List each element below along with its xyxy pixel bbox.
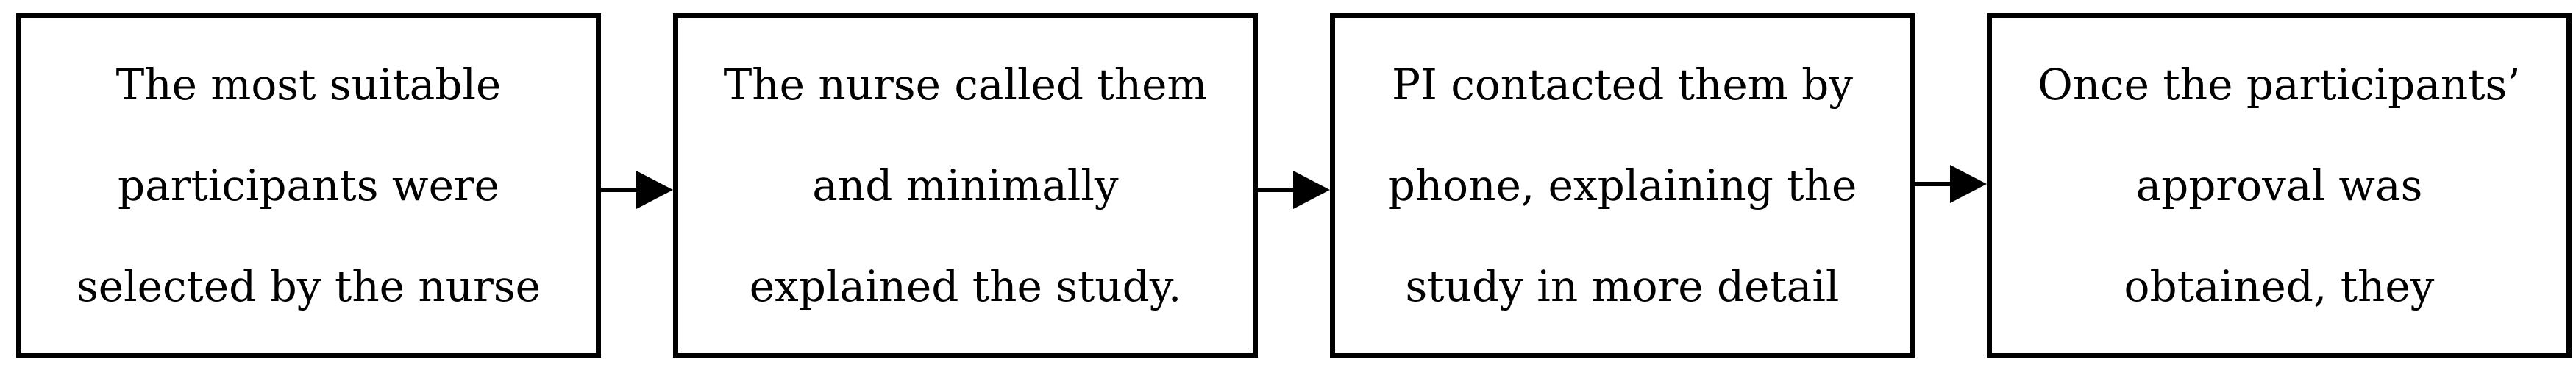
step-2-line-1: The nurse called them [723, 59, 1208, 110]
arrow-2-to-3 [1258, 168, 1330, 212]
step-4-line-2: approval was [2135, 160, 2423, 210]
step-1-line-1: The most suitable [115, 59, 502, 110]
step-4-line-1: Once the participants’ [2038, 59, 2521, 110]
arrow-1-to-2 [601, 168, 673, 212]
step-1-line-2: participants were [118, 160, 499, 210]
step-2-text: The nurse called them and minimally expl… [724, 35, 1208, 337]
step-2-line-2: and minimally [812, 160, 1119, 210]
step-3-line-2: phone, explaining the [1387, 160, 1857, 210]
arrow-3-to-4 [1915, 162, 1987, 206]
arrow-right-icon [601, 171, 673, 209]
arrow-right-icon [1915, 165, 1987, 203]
step-2-box: The nurse called them and minimally expl… [673, 13, 1258, 358]
step-3-text: PI contacted them by phone, explaining t… [1388, 35, 1857, 337]
step-3-line-1: PI contacted them by [1391, 59, 1853, 110]
step-4-text: Once the participants’ approval was obta… [2038, 35, 2520, 337]
step-1-box: The most suitable participants were sele… [16, 13, 601, 358]
step-3-box: PI contacted them by phone, explaining t… [1330, 13, 1915, 358]
step-2-line-3: explained the study. [749, 261, 1182, 311]
arrow-right-icon [1258, 171, 1330, 209]
step-1-line-3: selected by the nurse [77, 261, 541, 311]
step-1-text: The most suitable participants were sele… [77, 35, 541, 337]
step-4-box: Once the participants’ approval was obta… [1987, 13, 2572, 358]
step-3-line-3: study in more detail [1405, 261, 1840, 311]
step-4-line-3: obtained, they [2124, 261, 2435, 311]
